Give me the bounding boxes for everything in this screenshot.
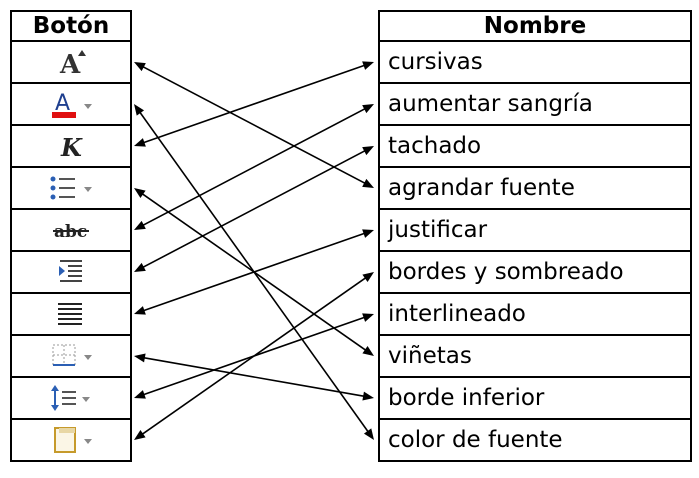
- name-aumentar-sangria: aumentar sangría: [378, 82, 692, 126]
- button-cell: A: [10, 40, 132, 84]
- arrowhead: [134, 104, 145, 116]
- bullets-icon: [48, 172, 94, 204]
- button-cell: K: [10, 124, 132, 168]
- arrowhead: [134, 353, 146, 363]
- justify-icon: [48, 298, 94, 330]
- svg-text:A: A: [59, 50, 81, 78]
- arrowhead: [362, 391, 374, 401]
- names-header: Nombre: [378, 10, 692, 42]
- grow-font-icon: A: [48, 46, 94, 78]
- arrowhead: [362, 146, 374, 156]
- buttons-column: Botón A A K: [10, 10, 132, 462]
- italic-icon: K: [48, 130, 94, 162]
- match-arrow: [138, 190, 370, 354]
- arrowhead: [134, 430, 146, 440]
- button-cell: [10, 166, 132, 210]
- match-arrow: [139, 63, 369, 145]
- button-cell: [10, 334, 132, 378]
- arrowhead: [362, 313, 374, 322]
- name-justificar: justificar: [378, 208, 692, 252]
- match-arrow: [138, 64, 370, 186]
- font-color-icon: A: [48, 88, 94, 120]
- buttons-header: Botón: [10, 10, 132, 42]
- button-cell: [10, 292, 132, 336]
- bottom-border-icon: [48, 340, 94, 372]
- button-cell: abc: [10, 208, 132, 252]
- match-arrow: [139, 356, 369, 398]
- arrowhead: [362, 61, 374, 70]
- match-arrow: [138, 274, 370, 438]
- arrowhead: [362, 178, 374, 188]
- name-vinetas: viñetas: [378, 334, 692, 378]
- arrowhead: [134, 220, 146, 230]
- strikethrough-icon: abc: [48, 214, 94, 246]
- arrowhead: [362, 272, 374, 282]
- increase-indent-icon: [48, 256, 94, 288]
- button-cell: [10, 250, 132, 294]
- match-arrow: [139, 231, 369, 313]
- name-cursivas: cursivas: [378, 40, 692, 84]
- arrowhead: [362, 229, 374, 238]
- name-borde-inferior: borde inferior: [378, 376, 692, 420]
- names-column: Nombre cursivas aumentar sangría tachado…: [378, 10, 692, 462]
- arrowhead: [134, 262, 146, 272]
- arrowhead: [134, 306, 146, 315]
- button-cell: [10, 376, 132, 420]
- svg-text:A: A: [55, 91, 70, 116]
- name-tachado: tachado: [378, 124, 692, 168]
- arrowhead: [362, 346, 374, 356]
- match-arrow: [136, 108, 372, 436]
- match-arrow: [139, 315, 369, 397]
- arrowhead: [134, 390, 146, 399]
- button-cell: A: [10, 82, 132, 126]
- match-arrow: [138, 106, 370, 228]
- match-arrow: [138, 148, 370, 270]
- name-color-de-fuente: color de fuente: [378, 418, 692, 462]
- arrowhead: [134, 188, 146, 198]
- name-bordes-y-sombreado: bordes y sombreado: [378, 250, 692, 294]
- arrowhead: [363, 428, 374, 440]
- button-cell: [10, 418, 132, 462]
- arrowhead: [362, 104, 374, 114]
- borders-and-shading-icon: [48, 424, 94, 456]
- name-interlineado: interlineado: [378, 292, 692, 336]
- name-agrandar-fuente: agrandar fuente: [378, 166, 692, 210]
- svg-text:K: K: [60, 133, 83, 162]
- line-spacing-icon: [48, 382, 94, 414]
- arrowhead: [134, 62, 146, 72]
- arrowhead: [134, 138, 146, 147]
